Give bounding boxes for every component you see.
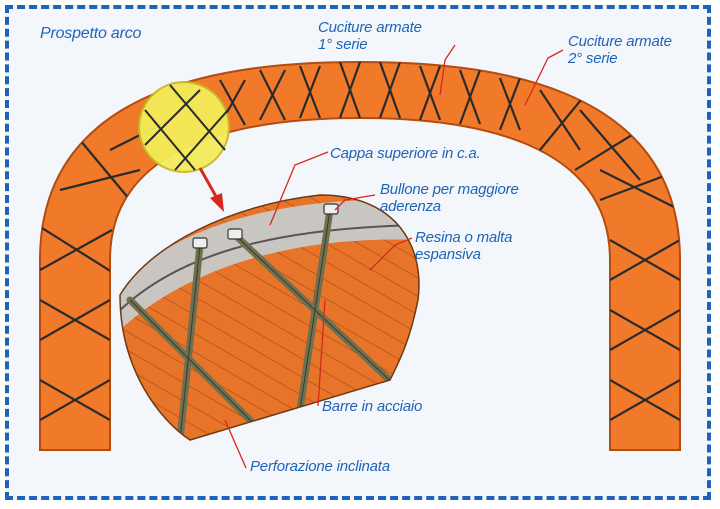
pointer-arrow [198, 167, 220, 201]
label-bullone: Bullone per maggiore aderenza [380, 181, 519, 215]
label-perforazione: Perforazione inclinata [250, 458, 390, 475]
detail-section [119, 194, 420, 441]
label-cappa: Cappa superiore in c.a. [330, 145, 481, 162]
label-barre: Barre in acciaio [322, 398, 423, 415]
magnifier [138, 81, 230, 212]
leader-lines [224, 44, 564, 469]
label-cuciture-1: Cuciture armate 1° serie [318, 19, 422, 53]
arch [39, 60, 681, 451]
label-cuciture-2: Cuciture armate 2° serie [568, 33, 672, 67]
concrete-cap [120, 199, 419, 330]
label-resina: Resina o malta espansiva [415, 229, 513, 263]
arch-cross-stitching [40, 62, 680, 421]
arch-body [39, 60, 681, 451]
bolts [192, 203, 339, 249]
title: Prospetto arco [40, 25, 142, 42]
